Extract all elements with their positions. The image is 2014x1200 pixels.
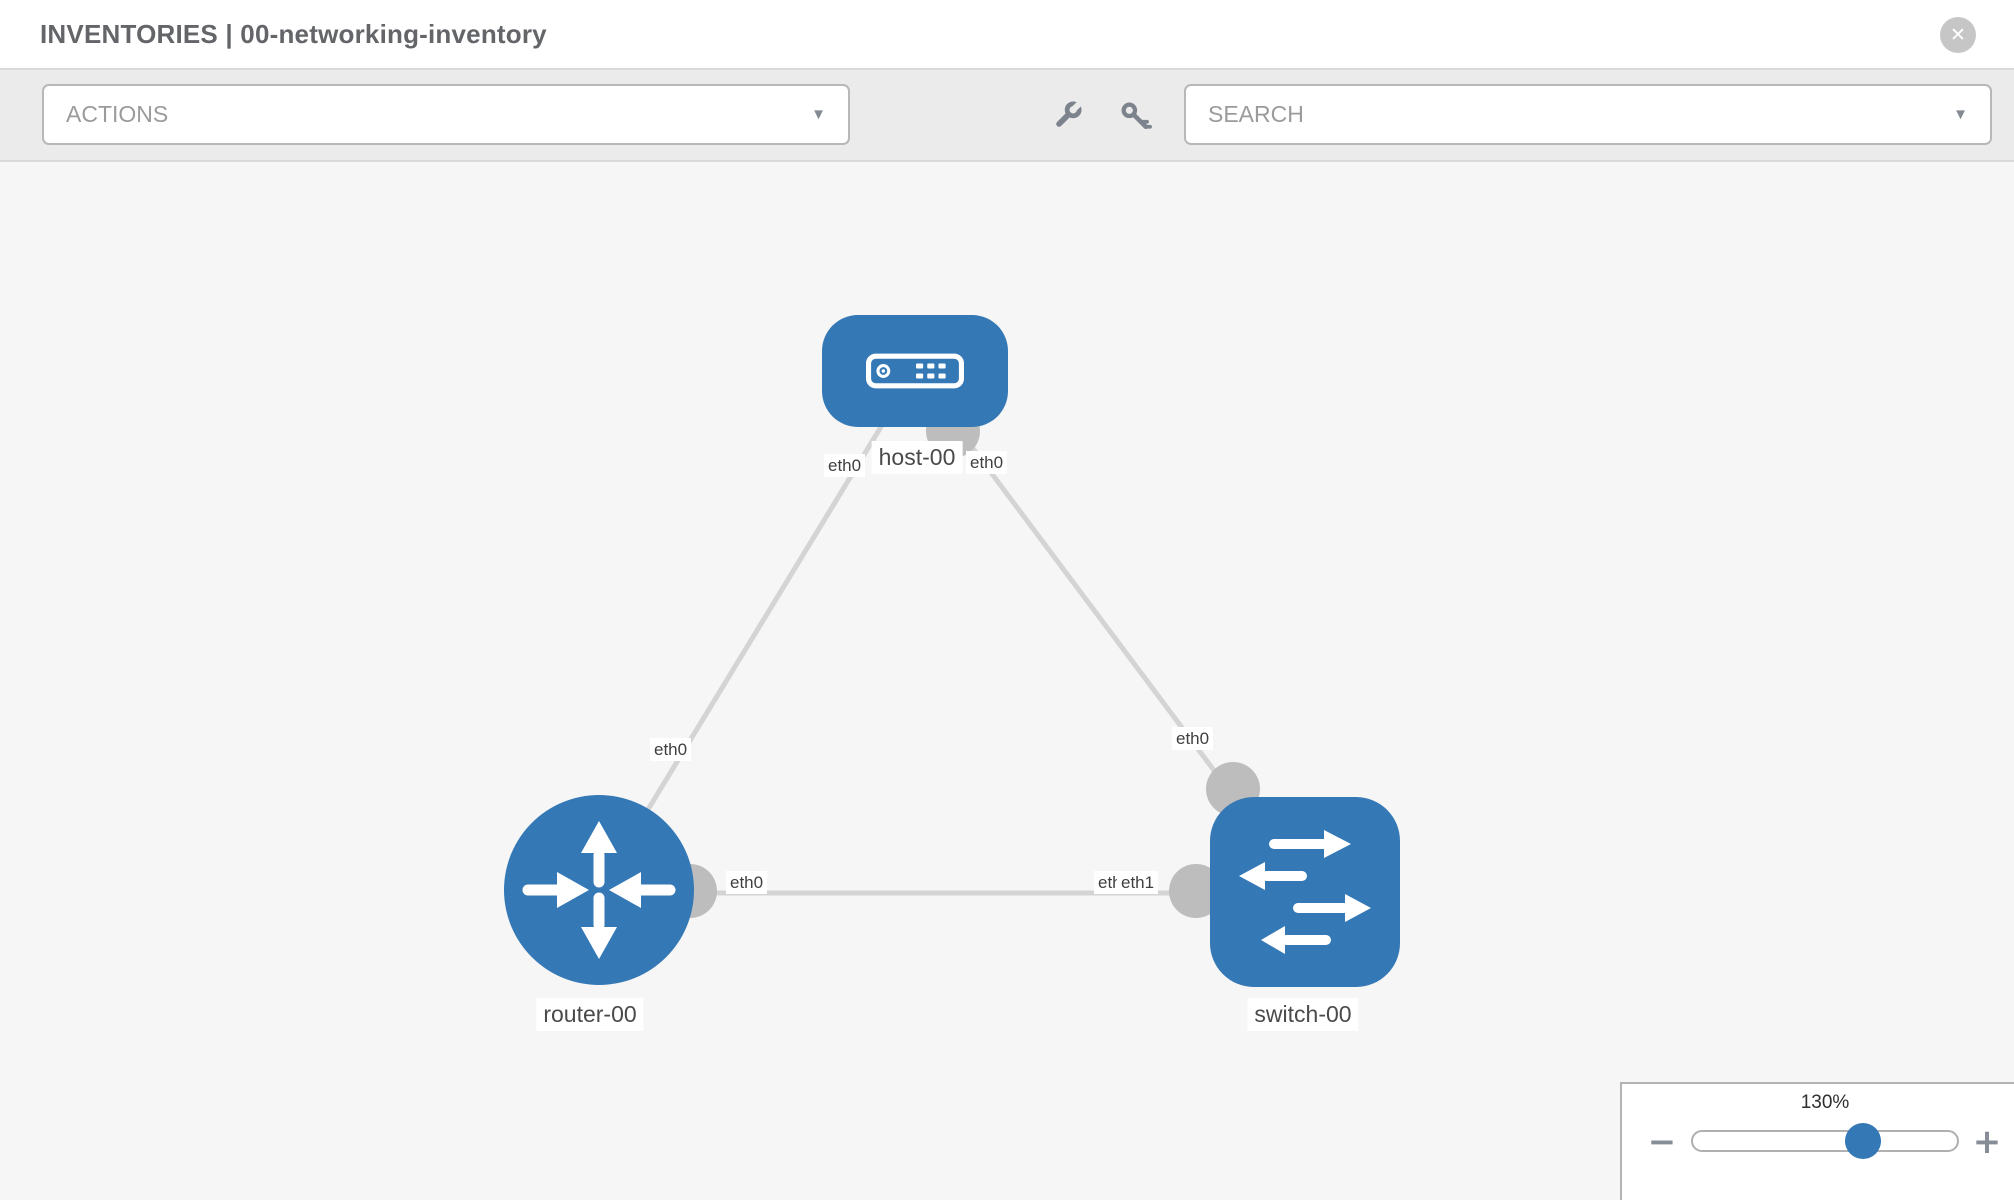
minus-icon: − xyxy=(1647,1122,1677,1162)
interface-label-switch-eth1: eth1 xyxy=(1117,871,1159,895)
node-host-00[interactable] xyxy=(822,315,1008,427)
actions-dropdown-label: ACTIONS xyxy=(66,101,169,127)
close-icon: ✕ xyxy=(1950,24,1966,46)
connector-switch-left[interactable] xyxy=(1169,864,1223,918)
zoom-slider-knob[interactable] xyxy=(1845,1123,1881,1159)
credentials-button[interactable] xyxy=(1113,94,1157,138)
page-title: INVENTORIES | 00-networking-inventory xyxy=(40,19,547,49)
interface-label-switch-top-eth0: eth0 xyxy=(1172,727,1214,751)
topology-canvas[interactable]: host-00 router-00 switch-00 eth0 eth0 et… xyxy=(0,162,2014,1200)
plus-icon: + xyxy=(1972,1122,2002,1162)
key-icon xyxy=(1121,102,1152,130)
router-icon xyxy=(522,821,676,959)
interface-label-host-eth0-left: eth0 xyxy=(824,454,866,478)
close-button[interactable]: ✕ xyxy=(1940,17,1976,53)
node-label-switch: switch-00 xyxy=(1247,998,1359,1031)
zoom-percentage: 130% xyxy=(1800,1092,1850,1113)
search-dropdown-label: SEARCH xyxy=(1208,101,1304,127)
interface-label-host-eth0-right: eth0 xyxy=(966,451,1008,475)
zoom-control-panel: 130% − + xyxy=(1620,1082,2014,1200)
node-label-host: host-00 xyxy=(871,441,963,474)
toolbar: ACTIONS ▼ SEARCH ▼ xyxy=(0,70,2014,162)
host-icon xyxy=(866,353,964,389)
links-layer xyxy=(596,369,1308,918)
interface-label-router-link-eth0: eth0 xyxy=(650,738,692,762)
switch-icon xyxy=(1239,830,1371,954)
zoom-in-button[interactable]: + xyxy=(1967,1120,2007,1164)
actions-dropdown[interactable]: ACTIONS ▼ xyxy=(42,84,850,145)
node-label-router: router-00 xyxy=(536,998,644,1031)
tools-button[interactable] xyxy=(1045,94,1089,138)
zoom-slider-track[interactable] xyxy=(1691,1123,1959,1159)
wrench-icon xyxy=(1056,101,1082,127)
chevron-down-icon: ▼ xyxy=(811,106,826,123)
window-header: INVENTORIES | 00-networking-inventory ✕ xyxy=(0,0,2014,70)
interface-label-router-eth0: eth0 xyxy=(726,871,768,895)
search-dropdown[interactable]: SEARCH ▼ xyxy=(1184,84,1992,145)
zoom-out-button[interactable]: − xyxy=(1642,1120,1682,1164)
node-switch-00[interactable] xyxy=(1210,797,1400,987)
chevron-down-icon: ▼ xyxy=(1953,106,1968,123)
node-router-00[interactable] xyxy=(504,795,694,985)
